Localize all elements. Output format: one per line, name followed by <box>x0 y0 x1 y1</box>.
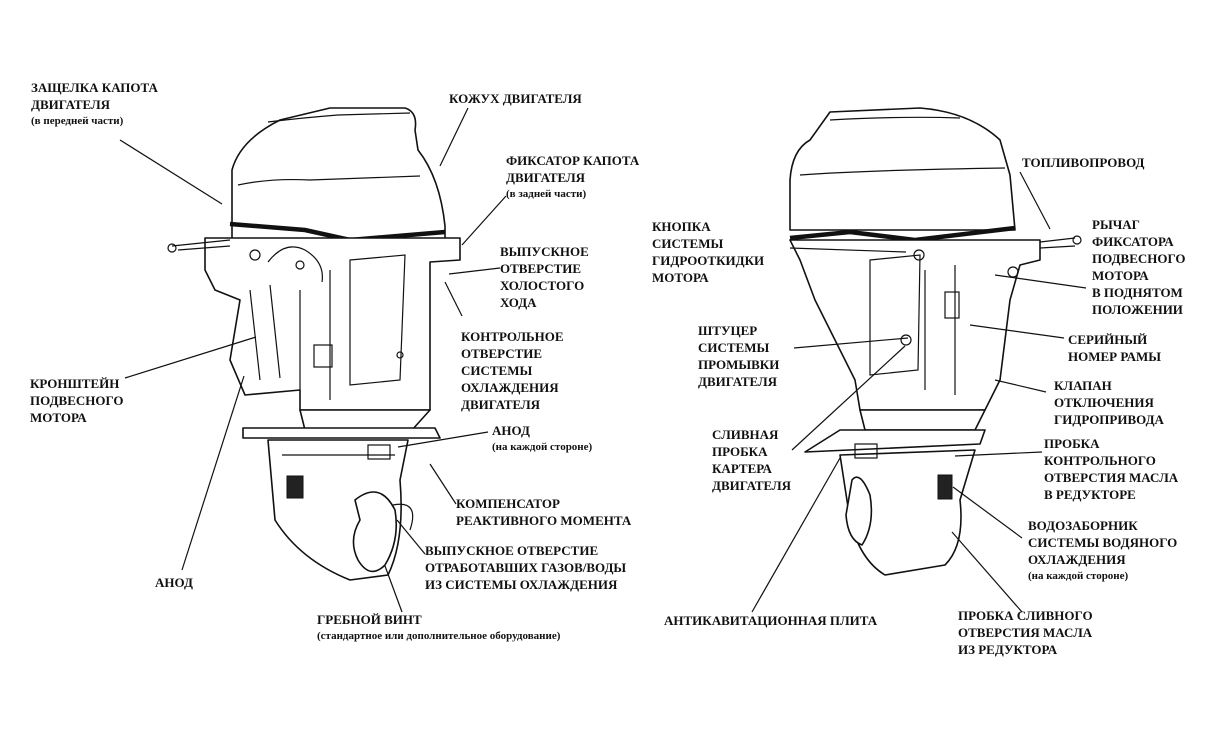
label-flush-fitting: ШТУЦЕР СИСТЕМЫ ПРОМЫВКИ ДВИГАТЕЛЯ <box>698 322 779 390</box>
tilt-lock-line-4: МОТОРА <box>1092 268 1149 283</box>
hydraulic-valve-line-2: ОТКЛЮЧЕНИЯ <box>1054 395 1154 410</box>
exhaust-outlet-line-1: ВЫПУСКНОЕ ОТВЕРСТИЕ <box>425 543 599 558</box>
label-tilt-button: КНОПКА СИСТЕМЫ ГИДРООТКИДКИ МОТОРА <box>652 218 764 286</box>
gear-oil-drain-line-3: ИЗ РЕДУКТОРА <box>958 642 1058 657</box>
label-fuel-line: ТОПЛИВОПРОВОД <box>1022 154 1144 171</box>
label-hydraulic-valve: КЛАПАН ОТКЛЮЧЕНИЯ ГИДРОПРИВОДА <box>1054 377 1164 428</box>
engine-cover-line-1: КОЖУХ ДВИГАТЕЛЯ <box>449 91 582 106</box>
label-exhaust-water-outlet: ВЫПУСКНОЕ ОТВЕРСТИЕ ОТРАБОТАВШИХ ГАЗОВ/В… <box>425 542 626 593</box>
oil-drain-line-4: ДВИГАТЕЛЯ <box>712 478 792 493</box>
label-cowl-latch-front: ЗАЩЕЛКА КАПОТА ДВИГАТЕЛЯ (в передней час… <box>31 79 158 129</box>
flush-fitting-line-4: ДВИГАТЕЛЯ <box>698 374 778 389</box>
tilt-button-line-4: МОТОРА <box>652 270 709 285</box>
serial-number-line-1: СЕРИЙНЫЙ <box>1068 332 1148 347</box>
idle-exhaust-line-2: ОТВЕРСТИЕ <box>500 261 582 276</box>
label-anode-lower: АНОД <box>155 574 193 591</box>
label-trim-tab: КОМПЕНСАТОР РЕАКТИВНОГО МОМЕНТА <box>456 495 631 529</box>
cowl-lock-note: (в задней части) <box>506 188 587 200</box>
tilt-button-line-1: КНОПКА <box>652 219 711 234</box>
cooling-check-line-1: КОНТРОЛЬНОЕ <box>461 329 564 344</box>
cooling-check-line-3: СИСТЕМЫ <box>461 363 533 378</box>
tilt-button-line-2: СИСТЕМЫ <box>652 236 724 251</box>
label-cowl-lock-rear: ФИКСАТОР КАПОТА ДВИГАТЕЛЯ (в задней част… <box>506 152 639 202</box>
label-anode-each-side: АНОД (на каждой стороне) <box>492 422 592 455</box>
leader-lines <box>119 107 1087 613</box>
cowl-latch-line-1: ЗАЩЕЛКА КАПОТА <box>31 80 158 95</box>
trim-tab-line-2: РЕАКТИВНОГО МОМЕНТА <box>456 513 632 528</box>
water-intake-note: (на каждой стороне) <box>1028 570 1129 582</box>
label-engine-cover: КОЖУХ ДВИГАТЕЛЯ <box>449 90 582 107</box>
tilt-lock-line-2: ФИКСАТОРА <box>1092 234 1174 249</box>
label-propeller: ГРЕБНОЙ ВИНТ (стандартное или дополнител… <box>317 611 560 644</box>
label-tilt-lock-lever: РЫЧАГ ФИКСАТОРА ПОДВЕСНОГО МОТОРА В ПОДН… <box>1092 216 1186 318</box>
anode-each-side-line-1: АНОД <box>492 423 530 438</box>
cowl-lock-line-1: ФИКСАТОР КАПОТА <box>506 153 640 168</box>
label-oil-drain-plug: СЛИВНАЯ ПРОБКА КАРТЕРА ДВИГАТЕЛЯ <box>712 426 791 494</box>
tilt-lock-line-3: ПОДВЕСНОГО <box>1092 251 1186 266</box>
label-idle-exhaust-port: ВЫПУСКНОЕ ОТВЕРСТИЕ ХОЛОСТОГО ХОДА <box>500 243 589 311</box>
exhaust-outlet-line-2: ОТРАБОТАВШИХ ГАЗОВ/ВОДЫ <box>425 560 627 575</box>
motor-bracket-line-1: КРОНШТЕЙН <box>30 376 120 391</box>
trim-tab-line-1: КОМПЕНСАТОР <box>456 496 560 511</box>
tilt-button-line-3: ГИДРООТКИДКИ <box>652 253 765 268</box>
label-anti-cavitation-plate: АНТИКАВИТАЦИОННАЯ ПЛИТА <box>664 612 877 629</box>
gear-oil-drain-line-1: ПРОБКА СЛИВНОГО <box>958 608 1093 623</box>
gear-oil-level-line-1: ПРОБКА <box>1044 436 1100 451</box>
gear-oil-level-line-2: КОНТРОЛЬНОГО <box>1044 453 1156 468</box>
cooling-check-line-2: ОТВЕРСТИЕ <box>461 346 543 361</box>
oil-drain-line-1: СЛИВНАЯ <box>712 427 779 442</box>
tilt-lock-line-5: В ПОДНЯТОМ <box>1092 285 1183 300</box>
cooling-check-line-4: ОХЛАЖДЕНИЯ <box>461 380 559 395</box>
label-motor-bracket: КРОНШТЕЙН ПОДВЕСНОГО МОТОРА <box>30 375 124 426</box>
label-water-intake: ВОДОЗАБОРНИК СИСТЕМЫ ВОДЯНОГО ОХЛАЖДЕНИЯ… <box>1028 517 1177 584</box>
hydraulic-valve-line-3: ГИДРОПРИВОДА <box>1054 412 1164 427</box>
anti-cavitation-line-1: АНТИКАВИТАЦИОННАЯ ПЛИТА <box>664 613 878 628</box>
fuel-line-line-1: ТОПЛИВОПРОВОД <box>1022 155 1145 170</box>
label-serial-number: СЕРИЙНЫЙ НОМЕР РАМЫ <box>1068 331 1161 365</box>
gear-oil-level-line-3: ОТВЕРСТИЯ МАСЛА <box>1044 470 1179 485</box>
idle-exhaust-line-3: ХОЛОСТОГО <box>500 278 585 293</box>
oil-drain-line-2: ПРОБКА <box>712 444 768 459</box>
flush-fitting-line-3: ПРОМЫВКИ <box>698 357 780 372</box>
oil-drain-line-3: КАРТЕРА <box>712 461 772 476</box>
right-engine-drawing <box>789 107 1082 576</box>
anode-each-side-note: (на каждой стороне) <box>492 441 593 453</box>
idle-exhaust-line-4: ХОДА <box>500 295 537 310</box>
left-engine-drawing <box>167 107 461 581</box>
gear-oil-drain-line-2: ОТВЕРСТИЯ МАСЛА <box>958 625 1093 640</box>
anode-lower-line-1: АНОД <box>155 575 193 590</box>
exhaust-outlet-line-3: ИЗ СИСТЕМЫ ОХЛАЖДЕНИЯ <box>425 577 618 592</box>
cowl-lock-line-2: ДВИГАТЕЛЯ <box>506 170 586 185</box>
label-gear-oil-level-plug: ПРОБКА КОНТРОЛЬНОГО ОТВЕРСТИЯ МАСЛА В РЕ… <box>1044 435 1178 503</box>
motor-bracket-line-2: ПОДВЕСНОГО <box>30 393 124 408</box>
idle-exhaust-line-1: ВЫПУСКНОЕ <box>500 244 589 259</box>
flush-fitting-line-2: СИСТЕМЫ <box>698 340 770 355</box>
propeller-note: (стандартное или дополнительное оборудов… <box>317 630 561 642</box>
flush-fitting-line-1: ШТУЦЕР <box>698 323 758 338</box>
tilt-lock-line-1: РЫЧАГ <box>1092 217 1140 232</box>
water-intake-line-3: ОХЛАЖДЕНИЯ <box>1028 552 1126 567</box>
water-intake-line-2: СИСТЕМЫ ВОДЯНОГО <box>1028 535 1178 550</box>
label-cooling-check-port: КОНТРОЛЬНОЕ ОТВЕРСТИЕ СИСТЕМЫ ОХЛАЖДЕНИЯ… <box>461 328 564 413</box>
label-gear-oil-drain-plug: ПРОБКА СЛИВНОГО ОТВЕРСТИЯ МАСЛА ИЗ РЕДУК… <box>958 607 1093 658</box>
gear-oil-level-line-4: В РЕДУКТОРЕ <box>1044 487 1136 502</box>
tilt-lock-line-6: ПОЛОЖЕНИИ <box>1092 302 1183 317</box>
cowl-latch-note: (в передней части) <box>31 115 124 127</box>
water-intake-line-1: ВОДОЗАБОРНИК <box>1028 518 1138 533</box>
hydraulic-valve-line-1: КЛАПАН <box>1054 378 1112 393</box>
cowl-latch-line-2: ДВИГАТЕЛЯ <box>31 97 111 112</box>
propeller-line-1: ГРЕБНОЙ ВИНТ <box>317 612 422 627</box>
motor-bracket-line-3: МОТОРА <box>30 410 87 425</box>
cooling-check-line-5: ДВИГАТЕЛЯ <box>461 397 541 412</box>
serial-number-line-2: НОМЕР РАМЫ <box>1068 349 1162 364</box>
